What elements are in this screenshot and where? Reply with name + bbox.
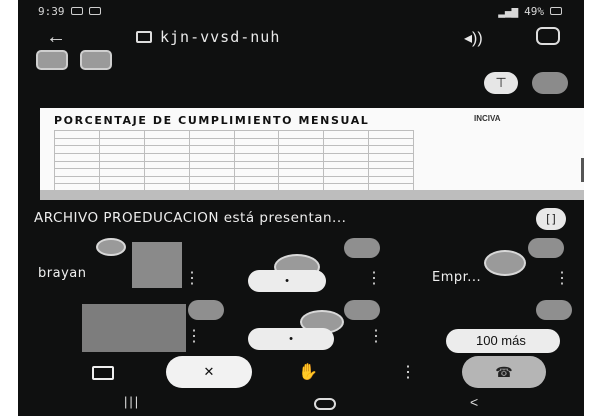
pin-icon[interactable]: ⊤ (484, 72, 518, 94)
raise-hand-icon[interactable]: ✋ (298, 364, 318, 381)
participant-tile-brayan[interactable]: brayan (32, 232, 182, 294)
recents-icon[interactable]: ||| (124, 394, 141, 409)
clock: 9:39 (38, 4, 65, 18)
slide-bottom-strip (40, 190, 584, 200)
avatar (96, 238, 126, 256)
chip-row (36, 50, 112, 70)
avatar (484, 250, 526, 276)
slide-scrollbar (581, 158, 584, 182)
layout-toggle[interactable] (532, 72, 568, 94)
more-vert-icon[interactable]: ⋮ (368, 328, 384, 345)
more-vert-icon[interactable]: ⋮ (366, 270, 382, 287)
meeting-header: ← kjn-vvsd-nuh ◂)) (18, 24, 584, 50)
more-participants[interactable]: 100 más (446, 329, 560, 353)
more-vert-icon[interactable]: ⋮ (184, 270, 200, 287)
more-vert-icon[interactable]: ⋮ (186, 328, 202, 345)
participant-name: brayan (38, 266, 87, 281)
back-icon[interactable]: < (470, 394, 479, 410)
presenting-banner: ARCHIVO PROEDUCACION está presentan... [… (18, 208, 584, 230)
meeting-code: kjn-vvsd-nuh (160, 28, 281, 46)
participant-name: Empr... (432, 270, 482, 285)
fullscreen-icon[interactable]: [ ] (536, 208, 566, 230)
signal-icon: ▂▄▆ (498, 4, 519, 18)
camera-icon[interactable] (92, 366, 114, 380)
mic-off-icon (344, 300, 380, 320)
slide-table (54, 130, 414, 192)
participant-photo (82, 304, 186, 352)
battery-icon (550, 7, 562, 15)
participant-tile-5[interactable]: • (248, 300, 418, 352)
mic-off-icon (528, 238, 564, 258)
speaker-icon[interactable]: ◂)) (464, 30, 483, 47)
slide-title: PORCENTAJE DE CUMPLIMIENTO MENSUAL (54, 114, 370, 127)
participant-tile-4[interactable] (70, 300, 240, 352)
arrow-left-icon[interactable]: ← (46, 26, 66, 48)
mic-off-icon[interactable]: ✕ (166, 356, 252, 388)
participant-tile-empr[interactable]: Empr... (432, 232, 572, 294)
status-right: ▂▄▆ 49% (498, 5, 562, 18)
mic-off-icon (536, 300, 572, 320)
presenting-text: ARCHIVO PROEDUCACION está presentan... (34, 210, 347, 226)
mic-off-icon (188, 300, 224, 320)
mic-off-icon (344, 238, 380, 258)
picture-chip-2[interactable] (80, 50, 112, 70)
reaction-pill: • (248, 270, 326, 292)
picture-chip[interactable] (36, 50, 68, 70)
call-end-icon[interactable]: ☎ (462, 356, 546, 388)
meet-screen: 9:39 ▂▄▆ 49% ← kjn-vvsd-nuh ◂)) ⊤ PORCEN… (18, 0, 584, 416)
status-left: 9:39 (38, 5, 101, 18)
shared-slide: PORCENTAJE DE CUMPLIMIENTO MENSUAL INCIV… (40, 108, 584, 200)
more-vert-icon[interactable]: ⋮ (400, 364, 416, 381)
camera-switch-icon[interactable] (536, 27, 560, 45)
notification-icon (70, 7, 83, 15)
video-icon (136, 31, 152, 43)
home-icon[interactable] (314, 398, 336, 410)
reaction-pill: • (248, 328, 334, 350)
more-vert-icon[interactable]: ⋮ (554, 270, 570, 287)
app-icon (88, 7, 101, 15)
status-bar: 9:39 ▂▄▆ 49% (18, 0, 584, 22)
meeting-title[interactable]: kjn-vvsd-nuh (136, 28, 280, 46)
battery-level: 49% (524, 4, 544, 18)
logo-inciva: INCIVA (474, 114, 501, 123)
participant-tile-2[interactable]: • (248, 232, 418, 294)
participant-photo (132, 242, 182, 288)
